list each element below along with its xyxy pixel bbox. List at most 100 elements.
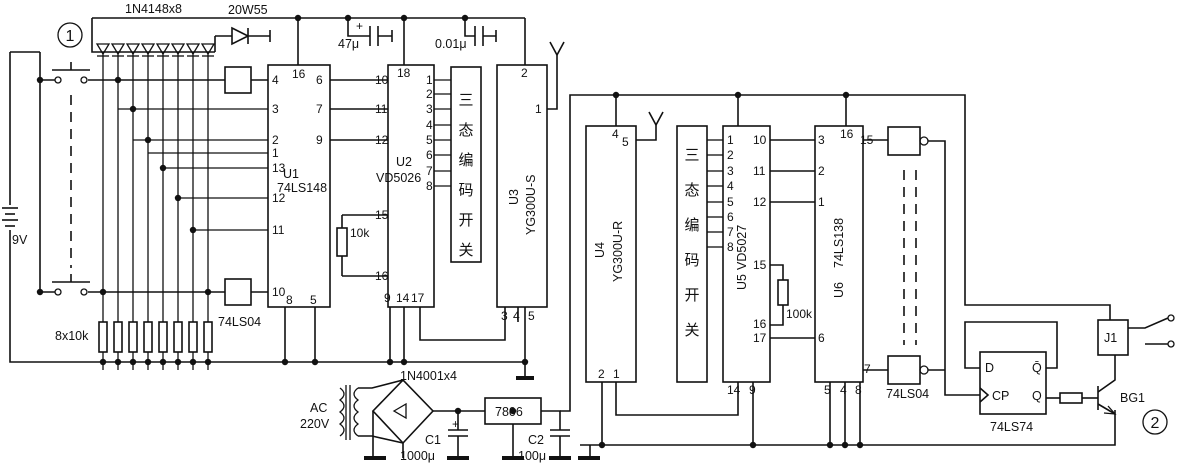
zener-diode: 20W55 — [214, 3, 271, 52]
u5-pin-left-6: 7 — [727, 225, 734, 239]
marker-1-text: 1 — [66, 28, 75, 45]
u5-pin-left-7: 8 — [727, 240, 734, 254]
u2-pin-bot-2: 17 — [411, 291, 425, 305]
resnet-label: 8x10k — [55, 329, 89, 343]
u5-pin-left-9: 16 — [753, 317, 767, 331]
u3-pin-bot-2: 5 — [528, 309, 535, 323]
push-button-bottom — [40, 274, 230, 296]
u3-pin-bot-1: 4 — [513, 309, 520, 323]
c2-value: 100μ — [518, 449, 546, 463]
ff-cp: CP — [992, 389, 1009, 403]
u1-ref: U1 — [283, 167, 299, 181]
u6-pin-left-0: 3 — [818, 133, 825, 147]
u6-pin-bot-2: 8 — [855, 383, 862, 397]
u2-pin-left-0: 10 — [375, 73, 389, 87]
switch2-char-0: 三 — [684, 147, 699, 164]
junction-34 — [826, 441, 834, 449]
resistor-5 — [173, 321, 183, 353]
chip-u2: U2 VD5026 18 10 11 12 15 16 10k 9 14 17 … — [336, 18, 506, 362]
ff-d: D — [985, 361, 994, 375]
junction-27 — [454, 407, 462, 415]
junction-7 — [129, 105, 137, 113]
u5-pin-right-3: 17 — [753, 331, 767, 345]
junction-2 — [400, 14, 408, 22]
u4-pin-top-0: 4 — [612, 127, 619, 141]
diode-6 — [185, 43, 201, 56]
u4-pin-bot-0: 2 — [598, 367, 605, 381]
u1-pin-left-6: 11 — [272, 223, 285, 237]
flip-flop-74ls74: D CP Q Q̄ 74LS74 — [964, 321, 1098, 434]
junction-4 — [36, 76, 44, 84]
junction-13 — [99, 288, 107, 296]
u5-res-label: 100k — [786, 307, 813, 321]
marker-transmitter: 1 — [57, 22, 83, 48]
chip-u4: U4 YG300U-R 4 5 2 1 — [585, 95, 739, 445]
cap-001u: 0.01μ — [435, 18, 497, 51]
u5-pin-right-0: 10 — [753, 133, 767, 147]
u1-pin-left-5: 12 — [272, 191, 286, 205]
u3-pin-top: 2 — [521, 66, 528, 80]
u5-pin-right-2: 12 — [753, 195, 767, 209]
u6-pin-left-3: 6 — [818, 331, 825, 345]
switch2-char-1: 态 — [684, 182, 699, 199]
junction-28 — [509, 407, 517, 415]
switch2-char-3: 码 — [684, 252, 699, 269]
junction-32 — [598, 441, 606, 449]
chip-u6: U6 74LS138 16 3 2 1 6 15 7 5 4 8 — [814, 95, 888, 445]
ff-q: Q — [1032, 389, 1042, 403]
u1-pin-bot-0: 8 — [286, 293, 293, 307]
switch2-char-5: 关 — [684, 322, 699, 339]
u6-pin-bot-0: 5 — [824, 383, 831, 397]
junction-9 — [159, 164, 167, 172]
u6-ref: U6 — [832, 282, 846, 298]
u5-pin-bot-0: 14 — [727, 383, 741, 397]
u1-pin-left-3: 1 — [272, 146, 279, 160]
resistor-0 — [98, 321, 108, 353]
junction-3 — [461, 14, 469, 22]
junction-23 — [311, 358, 319, 366]
junction-19 — [174, 358, 182, 366]
diode-2 — [125, 43, 141, 56]
u5-type: VD5027 — [735, 225, 749, 270]
receiver-ground-bus — [580, 410, 1116, 446]
junction-12 — [204, 288, 212, 296]
u1-pin-bot-1: 5 — [310, 293, 317, 307]
u2-pin-right-4: 5 — [426, 133, 433, 147]
u1-type: 74LS148 — [277, 181, 327, 195]
diode-4 — [155, 43, 171, 56]
ac-label: AC — [310, 401, 327, 415]
u2-type: VD5026 — [376, 171, 421, 185]
u5-pin-right-1: 11 — [753, 164, 766, 178]
u5-pin-left-2: 3 — [727, 164, 734, 178]
resistor-1 — [113, 321, 123, 353]
junction-22 — [281, 358, 289, 366]
u6-pin-left-2: 1 — [818, 195, 825, 209]
switch1-char-4: 开 — [458, 212, 473, 229]
resistor-6 — [188, 321, 198, 353]
u6-type: 74LS138 — [832, 218, 846, 268]
regulator-label: 7806 — [495, 405, 523, 419]
inverter-rx-top — [887, 126, 980, 396]
diode-1 — [110, 43, 126, 56]
u1-pin-left-2: 2 — [272, 133, 279, 147]
ff-qbar: Q̄ — [1032, 361, 1042, 375]
u5-pin-left-1: 2 — [727, 148, 734, 162]
relay-label: J1 — [1104, 331, 1117, 345]
junction-29 — [612, 91, 620, 99]
junction-8 — [144, 136, 152, 144]
junction-5 — [36, 288, 44, 296]
c1-label: C1 — [425, 433, 441, 447]
marker-2-text: 2 — [1151, 415, 1160, 432]
diodes-label: 1N4148x8 — [125, 2, 182, 16]
diode-5 — [170, 43, 186, 56]
diode-0 — [95, 43, 111, 56]
cap-47u: + 47μ — [338, 18, 393, 51]
u4-ref: U4 — [593, 242, 607, 258]
switch1-char-2: 编 — [458, 152, 473, 169]
u6-pin-right-1: 7 — [864, 362, 871, 376]
junction-14 — [99, 358, 107, 366]
u2-res-label: 10k — [350, 226, 370, 240]
